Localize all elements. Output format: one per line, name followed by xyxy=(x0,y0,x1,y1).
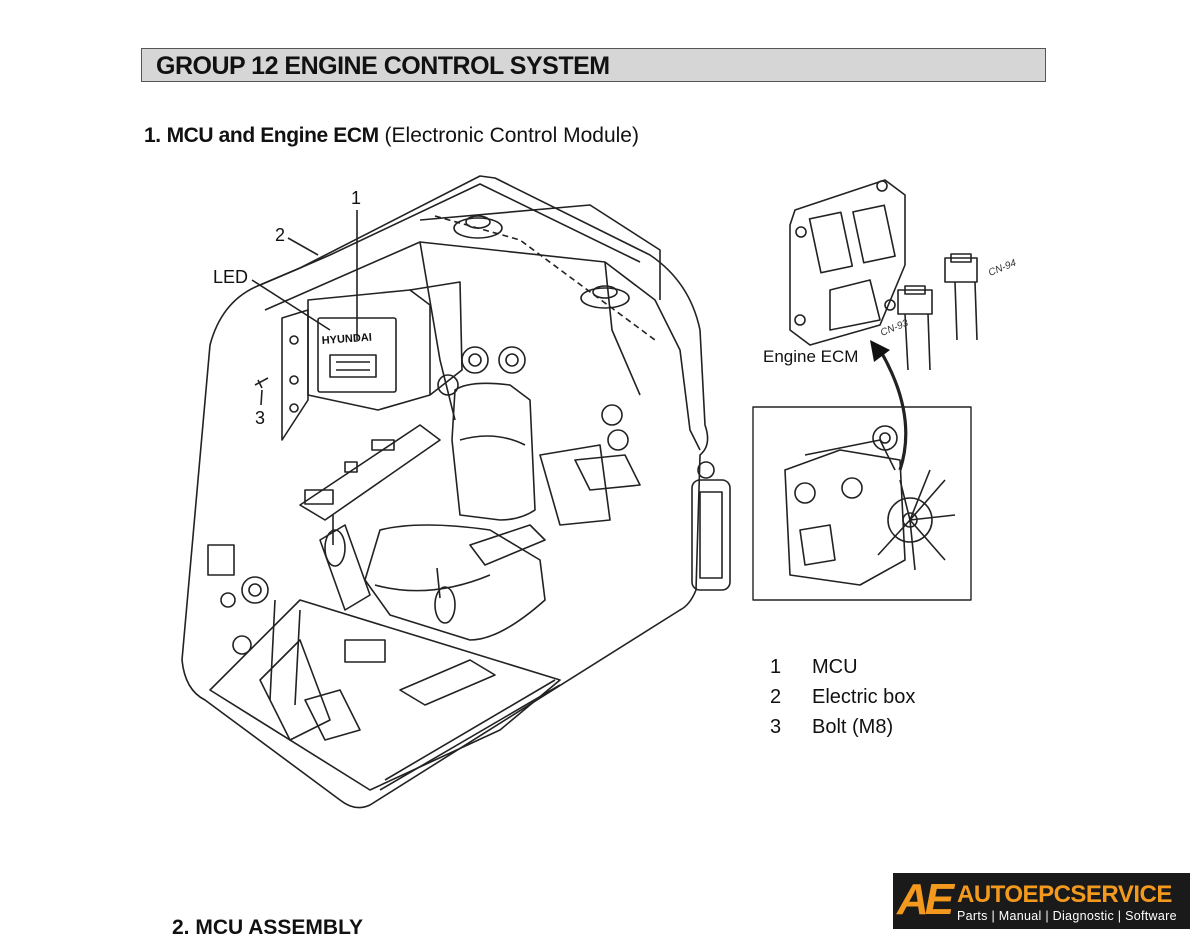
connector-cn93 xyxy=(897,285,933,371)
legend-text: Electric box xyxy=(812,686,916,708)
legend-number: 3 xyxy=(770,716,782,738)
group-title: GROUP 12 ENGINE CONTROL SYSTEM xyxy=(156,52,610,80)
cab-floor xyxy=(209,599,561,791)
callout-led: LED xyxy=(213,267,249,287)
cab-outline xyxy=(181,175,709,809)
ecm-arrow-head xyxy=(870,340,890,362)
engine-drawing xyxy=(784,425,956,586)
connector-panel xyxy=(691,479,731,591)
legend-number: 1 xyxy=(770,656,782,678)
section-title-bold: MCU and Engine ECM xyxy=(166,124,380,147)
callout-2: 2 xyxy=(275,225,286,245)
legend-number: 2 xyxy=(770,686,782,708)
autoepcservice-watermark: AE AUTOEPCSERVICE Parts | Manual | Diagn… xyxy=(893,873,1190,929)
callout-3: 3 xyxy=(255,408,266,428)
legend-text: Bolt (M8) xyxy=(812,716,894,738)
watermark-logo: AE xyxy=(897,875,954,924)
connector-cn94 xyxy=(944,253,978,341)
ecm-arrow xyxy=(878,349,908,471)
watermark-tagline: Parts | Manual | Diagnostic | Software xyxy=(957,909,1177,923)
engine-inset-frame xyxy=(752,406,972,601)
section-title: 1. MCU and Engine ECM (Electronic Contro… xyxy=(144,124,639,148)
ecm-module xyxy=(789,179,906,346)
cn94-label: CN-94 xyxy=(987,258,1018,279)
watermark-title: AUTOEPCSERVICE xyxy=(957,881,1172,908)
mcu-brand: HYUNDAI xyxy=(321,332,372,347)
engine-ecm-label: Engine ECM xyxy=(763,347,859,366)
next-section-heading: 2. MCU ASSEMBLY xyxy=(172,916,363,939)
operator-seat xyxy=(451,382,536,521)
section-number: 1. xyxy=(144,124,161,147)
group-header: GROUP 12 ENGINE CONTROL SYSTEM xyxy=(141,48,1046,82)
callout-1: 1 xyxy=(351,188,362,208)
legend-text: MCU xyxy=(812,656,858,678)
section-title-normal: (Electronic Control Module) xyxy=(384,124,639,147)
